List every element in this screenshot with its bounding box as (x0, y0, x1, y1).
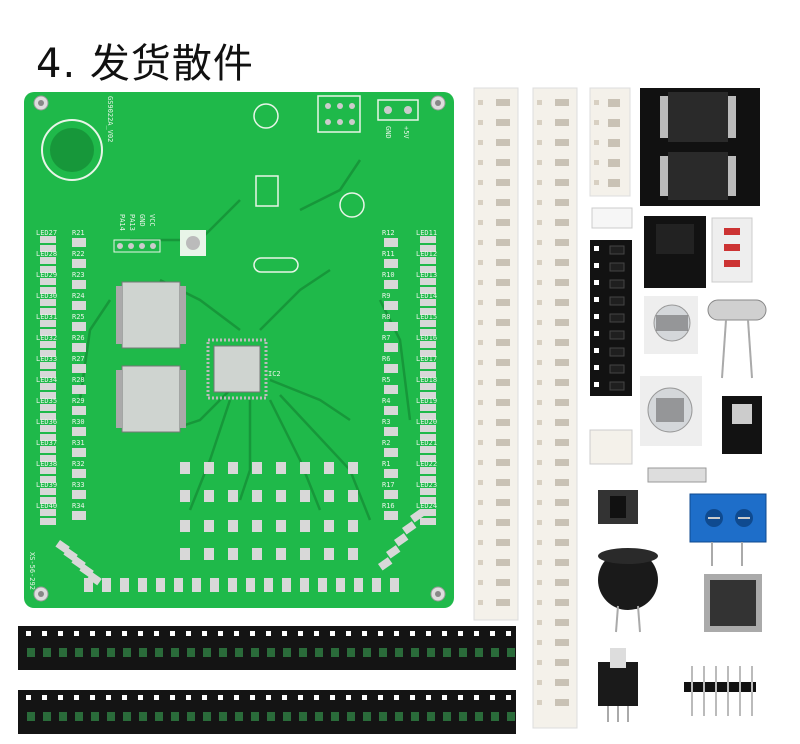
left-led-label: LED36 (36, 418, 57, 426)
left-res-label: R28 (72, 376, 85, 384)
lock-switch (598, 648, 638, 722)
left-res-label: R32 (72, 460, 85, 468)
right-led-label: LED13 (416, 271, 437, 279)
smd-part (591, 207, 633, 229)
left-led-label: LED38 (36, 460, 57, 468)
left-led-label: LED30 (36, 292, 57, 300)
right-led-label: LED17 (416, 355, 437, 363)
right-res-label: R4 (382, 397, 390, 405)
header-label-pa14: PA14 (118, 214, 126, 231)
right-res-label: R16 (382, 502, 395, 510)
right-led-label: LED14 (416, 292, 437, 300)
page-title: 4. 发货散件 (36, 41, 254, 87)
capacitor-2 (640, 376, 702, 446)
right-led-label: LED20 (416, 418, 437, 426)
terminal-label-gnd: GND (384, 126, 392, 139)
header-label-pa13: PA13 (128, 214, 136, 231)
crystal (707, 299, 767, 379)
left-res-label: R30 (72, 418, 85, 426)
left-res-label: R33 (72, 481, 85, 489)
mcu-chip (704, 574, 762, 632)
terminal-block (689, 493, 767, 566)
left-led-label: LED40 (36, 502, 57, 510)
left-led-label: LED34 (36, 376, 57, 384)
left-led-label: LED29 (36, 271, 57, 279)
left-led-label: LED39 (36, 481, 57, 489)
right-res-label: R8 (382, 313, 390, 321)
diode-strip (711, 217, 753, 283)
left-led-label: LED28 (36, 250, 57, 258)
led-strip-vertical (590, 240, 632, 396)
left-led-label: LED37 (36, 439, 57, 447)
tape-strip-3 (589, 87, 631, 197)
right-res-label: R7 (382, 334, 390, 342)
left-res-label: R27 (72, 355, 85, 363)
right-res-label: R6 (382, 355, 390, 363)
right-res-label: R12 (382, 229, 395, 237)
buzzer (598, 548, 658, 633)
right-led-label: LED15 (416, 313, 437, 321)
left-led-label: LED32 (36, 334, 57, 342)
right-res-label: R17 (382, 481, 395, 489)
terminal-label-5v: +5V (402, 126, 410, 139)
right-res-label: R3 (382, 418, 390, 426)
left-res-label: R22 (72, 250, 85, 258)
header-label-vcc: VCC (148, 214, 156, 227)
tactile-switch (598, 490, 638, 524)
right-led-label: LED19 (416, 397, 437, 405)
left-led-label: LED31 (36, 313, 57, 321)
left-res-label: R29 (72, 397, 85, 405)
right-led-label: LED18 (416, 376, 437, 384)
left-res-label: R34 (72, 502, 85, 510)
pcb-board: IC2 VCC GND PA13 PA14 GND +5V GS9022A_V0… (24, 92, 454, 608)
right-res-label: R11 (382, 250, 395, 258)
ic-chip-tape (640, 88, 760, 206)
led-strip-2 (18, 690, 516, 734)
left-res-label: R24 (72, 292, 85, 300)
header-label-gnd: GND (138, 214, 146, 227)
right-led-label: LED12 (416, 250, 437, 258)
right-led-label: LED16 (416, 334, 437, 342)
left-res-label: R25 (72, 313, 85, 321)
left-res-label: R23 (72, 271, 85, 279)
right-led-label: LED22 (416, 460, 437, 468)
left-led-label: LED27 (36, 229, 57, 237)
pcb-code: GS9022A_V02 (106, 96, 114, 142)
right-res-label: R10 (382, 271, 395, 279)
right-led-label: LED11 (416, 229, 437, 237)
pcb-model: XS-56-292 (28, 552, 36, 590)
pin-header (684, 666, 756, 716)
left-res-label: R21 (72, 229, 85, 237)
tape-strip-1 (473, 87, 519, 621)
right-res-label: R2 (382, 439, 390, 447)
tape-strip-2 (532, 87, 578, 729)
ic-label: IC2 (268, 370, 281, 378)
right-res-label: R1 (382, 460, 390, 468)
right-res-label: R5 (382, 376, 390, 384)
capacitor (644, 296, 698, 354)
right-led-label: LED21 (416, 439, 437, 447)
right-led-label: LED23 (416, 481, 437, 489)
left-led-label: LED33 (36, 355, 57, 363)
right-res-label: R9 (382, 292, 390, 300)
left-res-label: R31 (72, 439, 85, 447)
left-res-label: R26 (72, 334, 85, 342)
led-strip-1 (18, 626, 516, 670)
right-led-label: LED24 (416, 502, 437, 510)
left-led-label: LED35 (36, 397, 57, 405)
